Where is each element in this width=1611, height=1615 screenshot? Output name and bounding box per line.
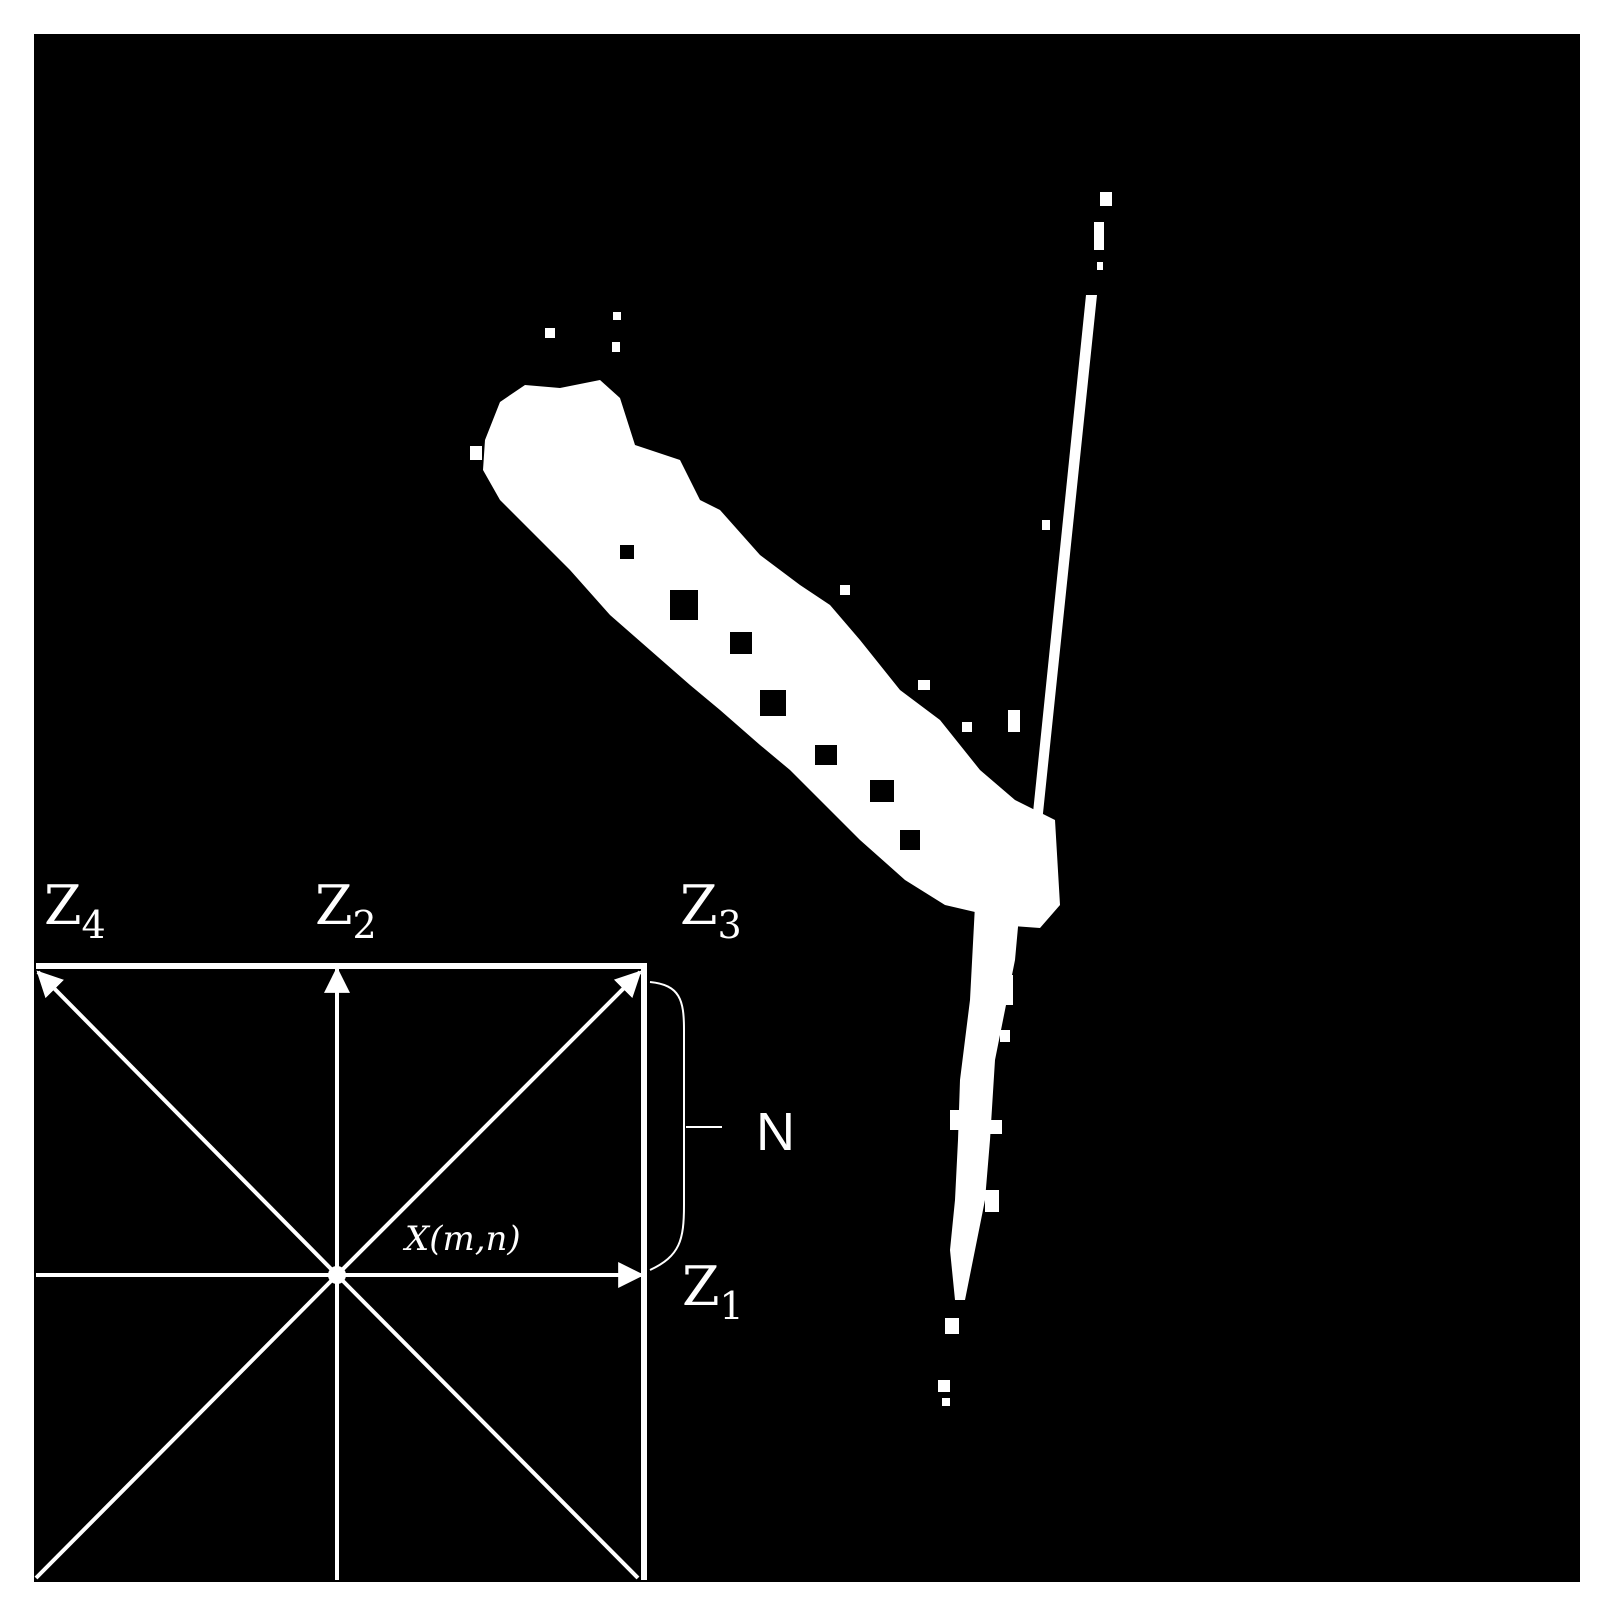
direction-line [335, 1273, 640, 1580]
crack-branch-left [483, 380, 1060, 928]
crack-fragment [942, 1398, 950, 1406]
crack-fragment [1000, 1030, 1010, 1042]
crack-branch-right [1030, 295, 1097, 842]
image-background [34, 34, 1580, 1582]
center-pixel [328, 1266, 346, 1284]
crack-fragment [613, 312, 621, 320]
n-brace [649, 981, 685, 1271]
arrow-z3 [335, 970, 642, 1277]
crack-fragment [1042, 520, 1050, 530]
crack-fragment [612, 342, 620, 352]
crack-fragment [985, 1190, 999, 1212]
arrow-z4 [36, 970, 339, 1277]
crack-fragment [1097, 262, 1103, 270]
direction-line [34, 1273, 339, 1580]
crack-fragment [945, 1318, 959, 1334]
crack-fragment [545, 328, 555, 338]
crack-stem [950, 905, 1020, 1300]
crack-fragment [962, 722, 972, 732]
label-pixel: X(m,n) [402, 1219, 521, 1259]
crack-segmentation [470, 192, 1112, 1406]
crack-fragment [1100, 192, 1112, 206]
crack-fragment [950, 1110, 968, 1130]
direction-diagram [34, 963, 722, 1580]
label-z2: Z2 [315, 874, 377, 947]
crack-fragment [1008, 710, 1020, 732]
crack-fragment [840, 585, 850, 595]
label-n: N [756, 1102, 795, 1162]
crack-fragment [1003, 975, 1013, 1005]
crack-fragment [990, 1120, 1002, 1134]
crack-fragment [938, 1380, 950, 1392]
crack-fragment [470, 446, 482, 460]
label-z1: Z1 [682, 1255, 744, 1328]
crack-holes [620, 545, 920, 850]
crack-fragment [918, 680, 930, 690]
label-z4: Z4 [44, 874, 106, 947]
crack-fragment [1094, 222, 1104, 250]
label-z3: Z3 [680, 874, 742, 947]
